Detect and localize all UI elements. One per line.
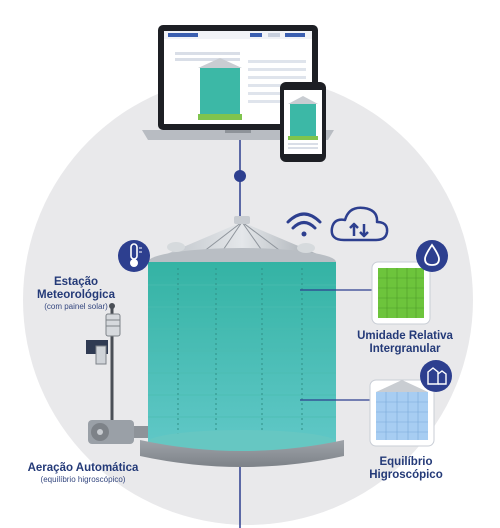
- humidity-grid-panel: [300, 240, 448, 325]
- weather-station-icon: [86, 303, 121, 425]
- humidity-title-line1: Umidade Relativa: [357, 330, 453, 342]
- silo-base: [140, 440, 344, 467]
- equilibrium-label: Equilíbrio Higroscópico: [356, 456, 456, 482]
- wifi-icon: [286, 212, 322, 237]
- equilibrium-title-line2: Higroscópico: [369, 469, 443, 481]
- aeration-note: (equilíbrio higroscópico): [40, 475, 126, 484]
- connector-node: [234, 170, 246, 182]
- aeration-fan-icon: [88, 420, 148, 444]
- station-label: Estação Meteorológica (com painel solar): [20, 276, 132, 312]
- thermometer-icon: [118, 240, 150, 272]
- station-title-line1: Estação: [53, 276, 99, 288]
- equilibrium-title-line1: Equilíbrio: [379, 456, 433, 468]
- grain-bin-icon: [427, 367, 447, 385]
- station-title-line2: Meteorológica: [37, 289, 115, 301]
- cloud-sync-icon: [330, 206, 389, 242]
- silo-body: [148, 262, 336, 454]
- aeration-label: Aeração Automática (equilíbrio higroscóp…: [8, 462, 158, 485]
- humidity-label: Umidade Relativa Intergranular: [340, 330, 470, 356]
- aeration-title: Aeração Automática: [27, 462, 139, 474]
- station-note: (com painel solar): [44, 302, 108, 311]
- humidity-drop-icon: [424, 243, 440, 266]
- smartphone-icon: [280, 82, 326, 162]
- humidity-title-line2: Intergranular: [369, 343, 441, 355]
